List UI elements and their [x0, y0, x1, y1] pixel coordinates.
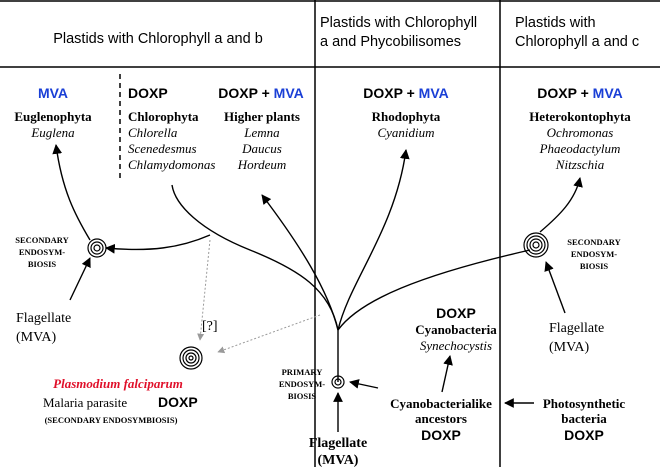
pathway-label: DOXP: [564, 427, 604, 443]
node-label: ancestors: [415, 411, 467, 426]
event-label-line: BIOSIS: [28, 259, 57, 269]
species-label: Lemna: [243, 125, 280, 140]
event-label-line: PRIMARY: [282, 367, 323, 377]
branch-euglenophyta: [52, 144, 91, 241]
plasmodium-note: (SECONDARY ENDOSYMBIOSIS): [45, 415, 178, 425]
plasmodium-endosymbiosis-icon: [179, 346, 203, 370]
node-label: Photosynthetic: [543, 396, 626, 411]
species-label: Synechocystis: [420, 338, 492, 353]
species-label: Cyanidium: [377, 125, 434, 140]
flagellate-bottom: Flagellate (MVA): [309, 436, 367, 467]
event-label-line: ENDOSYM-: [571, 249, 617, 259]
event-label-line: SECONDARY: [15, 235, 69, 245]
pathway-label: DOXP: [421, 427, 461, 443]
primary-endosymbiosis-icon: [331, 375, 345, 389]
cyano-ancestors-node: Cyanobacterialike ancestors DOXP: [390, 396, 492, 443]
group-name: Rhodophyta: [372, 109, 441, 124]
pathway-label: DOXP + MVA: [363, 85, 448, 101]
pathway-label: DOXP: [158, 394, 198, 410]
header-col2-title-line2: a and Phycobilisomes: [320, 34, 461, 50]
node-label: Cyanobacterialike: [390, 396, 492, 411]
branch-heterokontophyta: [539, 177, 583, 233]
arrow-ancestors-to-cyanobacteria: [441, 355, 453, 393]
node-label: (MVA): [16, 330, 57, 345]
species-label: Chlorella: [128, 125, 178, 140]
pathway-label: DOXP + MVA: [218, 85, 303, 101]
flagellate-right: Flagellate (MVA): [549, 321, 604, 355]
species-label: Daucus: [241, 141, 282, 156]
group-chlorophyta: DOXP Chlorophyta Chlorella Scenedesmus C…: [128, 85, 215, 172]
question-label: [?]: [202, 319, 218, 334]
species-label: Scenedesmus: [128, 141, 197, 156]
header-col3-title-line1: Plastids with: [515, 15, 596, 31]
primary-endosymbiosis-label: PRIMARY ENDOSYM- BIOSIS: [279, 367, 325, 401]
node-label: bacteria: [561, 411, 607, 426]
group-euglenophyta: MVA Euglenophyta Euglena: [14, 85, 92, 140]
secondary-endosymbiosis-left-icon: [87, 238, 107, 258]
group-name: Higher plants: [224, 109, 300, 124]
group-higher-plants: DOXP + MVA Higher plants Lemna Daucus Ho…: [218, 85, 303, 172]
arrow-flagellate-right: [544, 261, 566, 314]
species-label: Euglena: [30, 125, 75, 140]
header-col1-title: Plastids with Chlorophyll a and b: [53, 31, 263, 47]
branch-rhodophyta: [337, 149, 410, 331]
event-label-line: BIOSIS: [288, 391, 317, 401]
secondary-endosymbiosis-right-icon: [523, 232, 549, 258]
node-label: Flagellate: [309, 436, 367, 451]
event-label-line: ENDOSYM-: [19, 247, 65, 257]
plasmodium-node: [?] Plasmodium falciparum Malaria parasi…: [43, 319, 218, 425]
arrow-flagellate-left: [69, 257, 91, 301]
cyanobacteria-node: DOXP Cyanobacteria Synechocystis: [415, 305, 497, 353]
pathway-label: DOXP: [128, 85, 168, 101]
species-label: Hordeum: [237, 157, 287, 172]
plasmodium-desc: Malaria parasite: [43, 395, 127, 410]
event-label-line: SECONDARY: [567, 237, 621, 247]
dotted-arrows: [197, 239, 321, 354]
photosynthetic-bacteria-node: Photosynthetic bacteria DOXP: [543, 396, 626, 443]
species-label: Chlamydomonas: [128, 157, 215, 172]
node-label: (MVA): [549, 340, 590, 355]
header-col3-title-line2: Chlorophyll a and c: [515, 34, 639, 50]
group-name: Euglenophyta: [14, 109, 92, 124]
node-label: Flagellate: [16, 311, 71, 326]
arrow-ancestors-to-primary: [349, 379, 379, 389]
event-label-line: BIOSIS: [580, 261, 609, 271]
header-col2-title-line1: Plastids with Chlorophyll: [320, 15, 477, 31]
branch-to-left-secondary: [105, 234, 211, 254]
branch-higher-plants: [261, 194, 339, 331]
tree-branches: [52, 144, 583, 432]
node-label: Flagellate: [549, 321, 604, 336]
group-rhodophyta: DOXP + MVA Rhodophyta Cyanidium: [363, 85, 448, 140]
flagellate-left: Flagellate (MVA): [16, 311, 71, 345]
pathway-label: DOXP + MVA: [537, 85, 622, 101]
secondary-endosymbiosis-right-label: SECONDARY ENDOSYM- BIOSIS: [567, 237, 621, 271]
dotted-arrow-left: [197, 239, 211, 341]
species-label: Phaeodactylum: [539, 141, 621, 156]
dotted-arrow-right: [217, 314, 321, 354]
group-heterokontophyta: DOXP + MVA Heterokontophyta Ochromonas P…: [529, 85, 631, 172]
branch-chlorophyta: [171, 184, 339, 331]
species-label: Nitzschia: [555, 157, 605, 172]
pathway-label: MVA: [38, 85, 68, 101]
plasmodium-name: Plasmodium falciparum: [53, 376, 183, 391]
secondary-endosymbiosis-left-label: SECONDARY ENDOSYM- BIOSIS: [15, 235, 69, 269]
event-label-line: ENDOSYM-: [279, 379, 325, 389]
group-name: Chlorophyta: [128, 109, 199, 124]
node-label: (MVA): [318, 453, 359, 467]
pathway-label: DOXP: [436, 305, 476, 321]
group-name: Heterokontophyta: [529, 109, 631, 124]
species-label: Ochromonas: [547, 125, 614, 140]
branch-right: [337, 249, 531, 331]
group-name: Cyanobacteria: [415, 322, 497, 337]
